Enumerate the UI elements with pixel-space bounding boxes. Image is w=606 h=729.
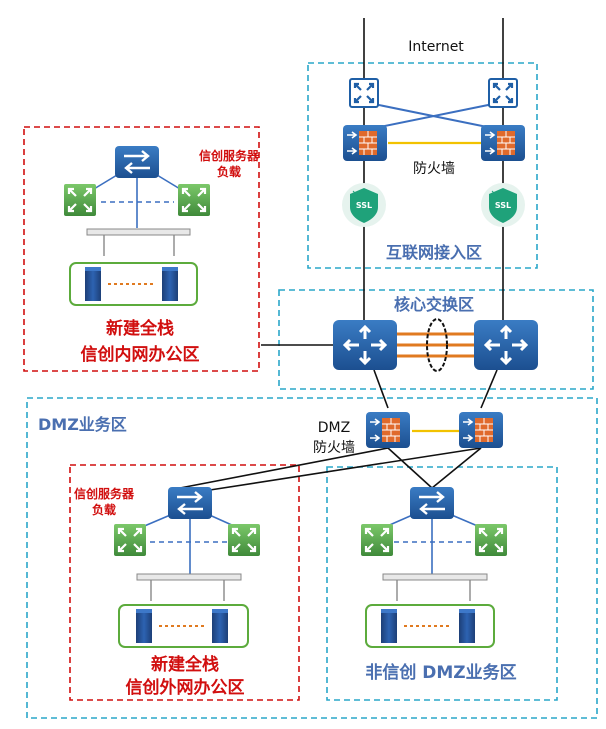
intranet-server-right-icon [162, 267, 178, 301]
intranet-lb-right-icon [176, 182, 212, 218]
non-xc-lb-left-icon [359, 522, 395, 558]
extranet-server-left-icon [136, 609, 152, 643]
extranet-zone-title-2: 信创外网办公区 [126, 677, 245, 698]
firewall-left-icon [342, 124, 388, 162]
dmz-zone-title: DMZ业务区 [38, 415, 127, 434]
intranet-lb-label-1: 信创服务器 [199, 148, 260, 163]
non-xc-zone-frame [326, 466, 558, 701]
dmz-downlinks [179, 447, 482, 491]
extranet-switch-icon [166, 485, 214, 521]
core-zone-title: 核心交换区 [394, 295, 474, 314]
link-aggregation-marker [426, 318, 448, 372]
dmz-zone-frame [26, 397, 598, 719]
core-switch-right-icon [472, 318, 540, 372]
firewall-right-icon [480, 124, 526, 162]
non-xc-links [377, 512, 488, 574]
intranet-switch-icon [113, 144, 161, 180]
non-xc-switch-icon [408, 485, 456, 521]
internet-zone-frame [307, 62, 538, 269]
intranet-lb-label-2: 负载 [217, 164, 241, 179]
non-xc-server-left-icon [381, 609, 397, 643]
dmz-firewall-label-2: 防火墙 [313, 440, 355, 456]
extranet-zone-frame [69, 464, 300, 701]
dmz-firewall-label-1: DMZ [318, 420, 350, 436]
edge-router-left-icon [348, 77, 380, 109]
intranet-lb-left-icon [62, 182, 98, 218]
intranet-zone-title-2: 信创内网办公区 [81, 344, 200, 365]
non-xc-server-right-icon [459, 609, 475, 643]
ssl-right-label: SSL [495, 201, 511, 210]
internet-zone-title: 互联网接入区 [386, 243, 482, 262]
cross-links [373, 103, 494, 129]
dmz-firewall-left-icon [365, 411, 411, 449]
intranet-links [83, 171, 191, 228]
core-zone-frame [278, 289, 594, 390]
extranet-lb-right-icon [226, 522, 262, 558]
non-xc-lb-right-icon [473, 522, 509, 558]
edge-router-right-icon [487, 77, 519, 109]
extranet-lb-left-icon [112, 522, 148, 558]
intranet-zone-frame [23, 126, 260, 372]
core-switch-left-icon [331, 318, 399, 372]
intranet-server-rack [69, 228, 198, 306]
firewall-label: 防火墙 [413, 161, 455, 177]
core-trunk-links [397, 332, 474, 358]
extranet-zone-title-1: 新建全栈 [151, 654, 219, 675]
extranet-lb-label-2: 负载 [92, 502, 116, 517]
intranet-zone-title-1: 新建全栈 [106, 318, 174, 339]
extranet-server-rack [118, 573, 249, 648]
intranet-server-left-icon [85, 267, 101, 301]
extranet-server-right-icon [212, 609, 228, 643]
dmz-firewall-right-icon [458, 411, 504, 449]
ssl-left-label: SSL [356, 201, 372, 210]
non-xc-server-rack [365, 573, 495, 648]
non-xc-zone-title: 非信创 DMZ业务区 [365, 662, 516, 683]
extranet-lb-label-1: 信创服务器 [74, 486, 135, 501]
extranet-links [134, 512, 244, 574]
internet-label: Internet [408, 39, 464, 55]
